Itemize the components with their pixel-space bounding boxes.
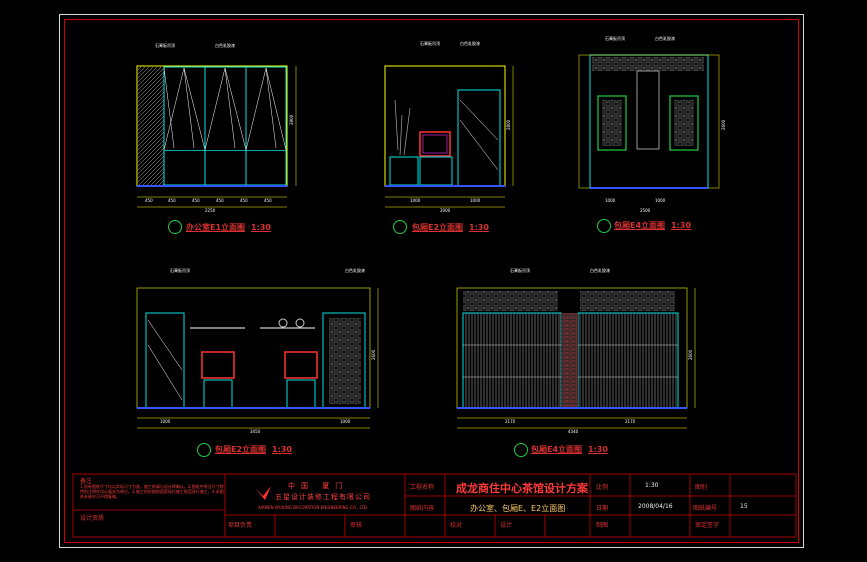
approve-label: 审定签字 bbox=[695, 522, 720, 529]
project-label: 工程名称 bbox=[410, 484, 435, 491]
elevation-circle-e5 bbox=[514, 443, 528, 457]
check-label: 校对 bbox=[450, 522, 463, 529]
date-value: 2008/04/16 bbox=[638, 503, 673, 510]
draw-by-label: 制图 bbox=[596, 522, 609, 529]
drawing-no-value: 15 bbox=[740, 503, 748, 510]
date-label: 日期 bbox=[596, 505, 609, 512]
svg-text:1000: 1000 bbox=[655, 198, 666, 203]
svg-text:4340: 4340 bbox=[568, 429, 579, 434]
svg-text:2600: 2600 bbox=[721, 119, 726, 130]
svg-text:1000: 1000 bbox=[470, 198, 481, 203]
elevation-e1: 450 450 450 450 450 450 2250 2800 石膏板吊顶 白色乳胶漆 bbox=[136, 42, 297, 213]
content-label: 图纸内容 bbox=[410, 505, 435, 512]
svg-text:2000: 2000 bbox=[440, 208, 451, 213]
elevation-circle-e1 bbox=[168, 220, 182, 234]
svg-text:450: 450 bbox=[192, 198, 200, 203]
design-by-label: 设计 bbox=[500, 522, 513, 529]
svg-text:1000: 1000 bbox=[605, 198, 616, 203]
svg-text:石膏板吊顶: 石膏板吊顶 bbox=[170, 267, 190, 273]
svg-text:石膏板吊顶: 石膏板吊顶 bbox=[510, 267, 530, 273]
title-block-grid bbox=[72, 473, 797, 538]
svg-text:2250: 2250 bbox=[205, 208, 216, 213]
svg-text:450: 450 bbox=[216, 198, 224, 203]
elevation-e4: 1000 1000 3450 2600 石膏板吊顶 白色乳胶漆 bbox=[136, 267, 379, 434]
svg-text:1000: 1000 bbox=[410, 198, 421, 203]
drawing-no-label: 图纸编号 bbox=[693, 505, 718, 512]
elevation-circle-e2 bbox=[393, 220, 407, 234]
company-city: 中国 厦门 bbox=[288, 482, 349, 490]
elevation-circle-e3 bbox=[597, 219, 611, 233]
svg-text:白色乳胶漆: 白色乳胶漆 bbox=[655, 35, 675, 41]
review-label: 审核 bbox=[350, 522, 363, 529]
svg-text:2600: 2600 bbox=[371, 349, 376, 360]
sheet-frame bbox=[59, 14, 804, 548]
company-name: 五星设计装修工程有限公司 bbox=[275, 493, 371, 501]
drawing-content: 办公室、包厢E、E2立面图 bbox=[470, 504, 566, 513]
svg-text:450: 450 bbox=[240, 198, 248, 203]
svg-text:1000: 1000 bbox=[160, 419, 171, 424]
svg-text:石膏板吊顶: 石膏板吊顶 bbox=[155, 42, 175, 48]
project-name: 成龙商住中心茶馆设计方案 bbox=[456, 482, 588, 495]
svg-text:石膏板吊顶: 石膏板吊顶 bbox=[605, 35, 625, 41]
svg-text:白色乳胶漆: 白色乳胶漆 bbox=[460, 40, 480, 46]
scale-value: 1:30 bbox=[645, 482, 659, 489]
svg-text:白色乳胶漆: 白色乳胶漆 bbox=[215, 42, 235, 48]
svg-text:450: 450 bbox=[168, 198, 176, 203]
svg-text:白色乳胶漆: 白色乳胶漆 bbox=[590, 267, 610, 273]
scale-label: 比例 bbox=[596, 484, 609, 491]
svg-text:石膏板吊顶: 石膏板吊顶 bbox=[420, 40, 440, 46]
svg-text:2800: 2800 bbox=[506, 119, 511, 130]
design-qualification-label: 设计资质 bbox=[80, 515, 105, 522]
elevation-e5: 2170 2170 4340 2600 石膏板吊顶 白色乳胶漆 bbox=[456, 267, 696, 434]
elevation-circle-e4 bbox=[197, 443, 211, 457]
sheet-label: 图别 bbox=[695, 484, 708, 491]
notes-label: 备注 bbox=[80, 478, 93, 485]
svg-text:1000: 1000 bbox=[340, 419, 351, 424]
svg-text:白色乳胶漆: 白色乳胶漆 bbox=[345, 267, 365, 273]
svg-text:2170: 2170 bbox=[505, 419, 516, 424]
elevation-e2: 1000 1000 2000 2800 石膏板吊顶 白色乳胶漆 bbox=[384, 40, 514, 213]
company-name-en: XIAMEN WUXING DECORATION ENGINEERING CO.… bbox=[258, 505, 368, 510]
company-logo bbox=[255, 486, 271, 500]
svg-text:2800: 2800 bbox=[289, 114, 294, 125]
notes-text: 1.所有图纸尺寸均以实际尺寸为准，施工前请与设计师确认。2.图纸中所注尺寸除特别… bbox=[80, 484, 224, 499]
svg-text:2500: 2500 bbox=[640, 208, 651, 213]
svg-text:3450: 3450 bbox=[250, 429, 261, 434]
svg-text:450: 450 bbox=[145, 198, 153, 203]
elevation-e3: 1000 1000 2500 2600 石膏板吊顶 白色乳胶漆 bbox=[578, 35, 726, 213]
owner-label: 项目负责 bbox=[228, 522, 253, 529]
svg-text:2170: 2170 bbox=[625, 419, 636, 424]
drawing-border bbox=[64, 19, 799, 543]
svg-text:2600: 2600 bbox=[688, 349, 693, 360]
svg-text:450: 450 bbox=[264, 198, 272, 203]
